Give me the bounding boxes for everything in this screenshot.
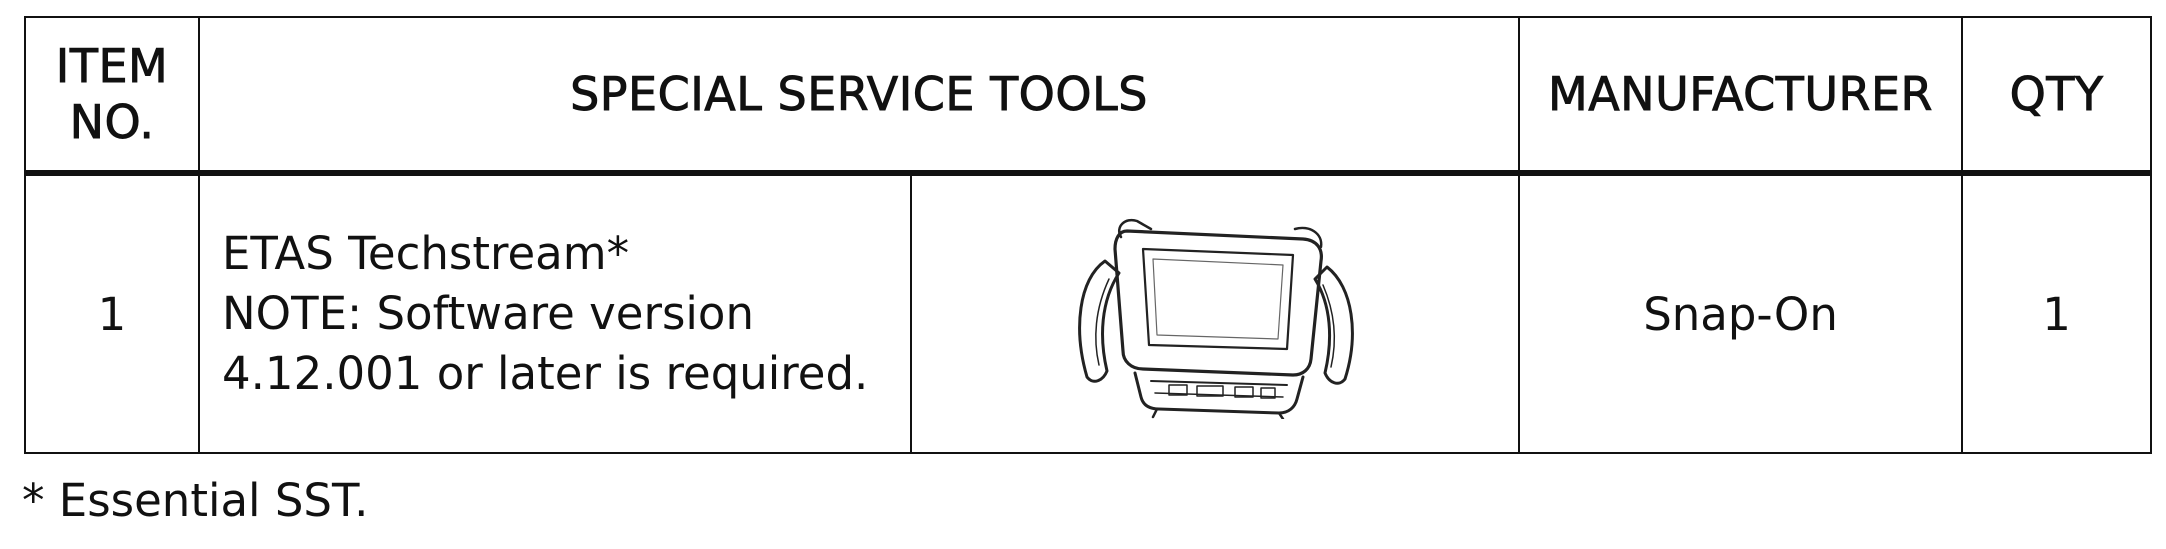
special-service-tools-table: ITEM NO. SPECIAL SERVICE TOOLS MANUFACTU… [24,16,2153,454]
header-item-no-line1: ITEM [55,39,169,94]
cell-qty: 1 [1961,172,2153,454]
header-row: ITEM NO. SPECIAL SERVICE TOOLS MANUFACTU… [24,16,2153,176]
cell-tool-image [909,172,1521,454]
cell-manufacturer: Snap-On [1518,172,1964,454]
tool-note: NOTE: Software version [222,287,754,340]
header-special-service-tools: SPECIAL SERVICE TOOLS [197,16,1521,176]
cell-item-no: 1 [24,172,200,454]
cell-tool-description: ETAS Techstream* NOTE: Software version … [198,172,912,454]
table-row: 1 ETAS Techstream* NOTE: Software versio… [24,172,2153,454]
table-header: ITEM NO. SPECIAL SERVICE TOOLS MANUFACTU… [24,16,2153,176]
tool-name: ETAS Techstream* [222,227,630,280]
header-qty: QTY [1961,16,2153,176]
header-item-no: ITEM NO. [24,16,200,176]
header-item-no-line2: NO. [69,95,155,150]
tool-note-continued: 4.12.001 or later is required. [222,347,869,400]
footnote-essential-sst: * Essential SST. [22,474,369,527]
header-manufacturer: MANUFACTURER [1518,16,1964,176]
diagnostic-tablet-icon [1078,218,1354,419]
